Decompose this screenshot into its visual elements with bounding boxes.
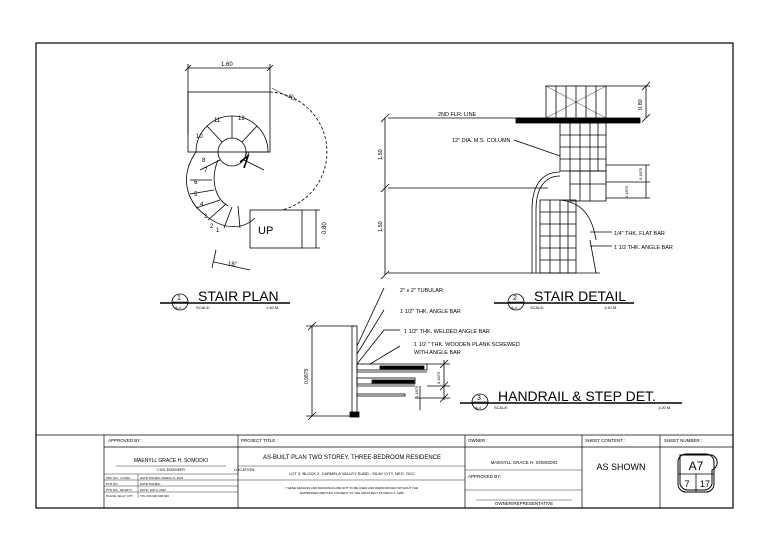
stair-detail-title-block: 2 A-4 STAIR DETAIL SCALE: 1:40 M. — [494, 288, 634, 311]
project-title: AS-BUILT PLAN TWO STOREY, THREE-BEDROOM … — [263, 455, 441, 461]
sheet-content: AS SHOWN — [596, 462, 645, 472]
notice-line: EXPRESSED WRITTEN CONSENT OF THE ARCHITE… — [300, 491, 404, 495]
license-cell: DATE ISSUED: MARCH 9, 2021 — [140, 476, 184, 480]
stair-plan-drawing — [184, 64, 328, 271]
step-number: 9 — [246, 152, 250, 158]
title-block — [36, 434, 733, 508]
stair-plan-dim-bottom: 18° — [228, 262, 238, 268]
stair-detail-dim-top-right: 0.80 — [638, 99, 644, 110]
handrail-bubble-top: 3 — [477, 395, 481, 402]
handrail-scale-value: 1:20 M. — [658, 405, 671, 410]
stair-detail-dim-mid-1: 0.1875 — [638, 167, 643, 180]
stair-plan-step-numbers: 1 2 3 4 5 6 7 8 9 10 11 12 — [194, 116, 250, 234]
step-number: 1 — [216, 228, 220, 234]
sheet-num: 7 — [684, 479, 689, 489]
step-number: 5 — [194, 192, 198, 198]
license-cell: TIN: 000 000 000 000 — [140, 494, 169, 498]
stair-plan-bubble-bottom: A-4 — [175, 305, 182, 310]
sheet-id: A7 — [689, 459, 704, 473]
owner-label: OWNER : — [468, 438, 488, 443]
license-cell: PTR NO.: — [106, 482, 119, 486]
approved-by-label: APPROVED BY : — [108, 438, 143, 443]
step-number: 8 — [202, 158, 206, 164]
stair-plan-bubble-top: 1 — [177, 295, 181, 302]
handrail-title: HANDRAIL & STEP DET. — [498, 388, 656, 404]
stair-detail-flr-line: 2ND FLR. LINE — [438, 112, 477, 118]
stair-plan-title-block: 1 A-4 STAIR PLAN SCALE: 1:40 M. — [160, 288, 290, 311]
approved-by-label-2: APPROVED BY: — [468, 474, 501, 479]
sheet-total: 17 — [700, 479, 710, 489]
owner-representative: OWNER/REPRESENTATIVE — [495, 501, 553, 506]
handrail-drawing — [306, 287, 450, 421]
step-number: 11 — [214, 118, 221, 124]
step-number: 2 — [210, 224, 214, 230]
owner-name: MAENYLL GRACE H. SOMODIO — [491, 460, 558, 465]
sheet-border — [35, 42, 734, 509]
stair-detail-flat-bar: 1/4" THK. FLAT BAR — [614, 231, 665, 237]
step-number: 12 — [238, 116, 245, 122]
license-cell: PRC NO.: 171310 — [106, 476, 131, 480]
handrail-dim-height: 0.9875 — [304, 368, 310, 384]
handrail-note-angle: 1 1/2" THK. ANGLE BAR — [400, 309, 461, 315]
stair-plan-title: STAIR PLAN — [198, 288, 279, 304]
step-number: 6 — [194, 180, 198, 186]
license-cell: PTR NO.: 9210373 — [106, 488, 132, 492]
notice-line: THESE DESIGNS AND DRAWINGS ARE NOT TO BE… — [286, 486, 418, 490]
stair-detail-title: STAIR DETAIL — [534, 288, 626, 304]
handrail-title-block: 3 A-4 HANDRAIL & STEP DET. SCALE: 1:20 M… — [460, 388, 682, 411]
stair-detail-scale-value: 1:40 M. — [604, 305, 617, 310]
handrail-note-tubular: 2" x 2" TUBULAR — [400, 288, 443, 294]
sheet-content-label: SHEET CONTENT : — [585, 438, 625, 443]
stair-detail-drawing — [380, 81, 651, 280]
stair-detail-scale-label: SCALE: — [530, 305, 544, 310]
stair-detail-column: 12" DIA. M.S. COLUMN — [452, 138, 511, 144]
step-number: 10 — [196, 134, 203, 140]
stair-plan-scale-label: SCALE: — [196, 305, 210, 310]
stair-plan-dim-top: 1.60 — [221, 62, 233, 68]
engineer-name: MAENYLL GRACE H. SOMODIO — [134, 458, 208, 464]
engineer-title: CIVIL ENGINEER — [157, 468, 185, 472]
handrail-scale-label: SCALE: — [494, 405, 508, 410]
stair-detail-dim-upper: 1.50 — [378, 149, 384, 160]
sheet-number-label: SHEET NUMBER : — [664, 438, 702, 443]
stair-plan-angle: 60° — [286, 93, 297, 104]
handrail-note-welded: 1 1/2" THK. WELDED ANGLE BAR — [404, 329, 490, 335]
step-number: 4 — [200, 202, 204, 208]
step-number: 3 — [204, 214, 208, 220]
stair-detail-angle-bar: 1 1/2 THK. ANGLE BAR — [614, 245, 673, 251]
location: LOT 3, BLOCK 2, CARMELA VALLEY SUBD., SI… — [289, 471, 415, 476]
handrail-bubble-bottom: A-4 — [475, 405, 482, 410]
step-number: 7 — [204, 168, 208, 174]
handrail-dim-step-2: 0.1875 — [414, 385, 419, 398]
stair-plan-scale-value: 1:40 M. — [266, 305, 279, 310]
stair-detail-bubble-bottom: A-4 — [511, 305, 518, 310]
handrail-note-plank-1: 1 1/2 " THK. WOODEN PLANK SCREWED — [414, 342, 520, 348]
license-cell: DATE: JAN 3, 2022 — [140, 488, 166, 492]
handrail-dim-step-1: 0.1875 — [436, 371, 441, 384]
license-cell: PLACE: SILAY CITY — [106, 494, 133, 498]
stair-detail-bubble-top: 2 — [513, 295, 517, 302]
project-title-label: PROJECT TITLE : — [241, 438, 278, 443]
license-cell: DATE ISSUED: — [140, 482, 161, 486]
stair-detail-dim-mid-2: 0.1875 — [624, 185, 629, 198]
stair-plan-dim-right: 0.80 — [322, 222, 328, 234]
location-label: LOCATION: — [234, 467, 255, 472]
stair-plan-up-label: UP — [258, 225, 273, 237]
stair-detail-dim-lower: 1.50 — [378, 221, 384, 232]
handrail-note-plank-2: WITH ANGLE BAR — [414, 350, 461, 356]
